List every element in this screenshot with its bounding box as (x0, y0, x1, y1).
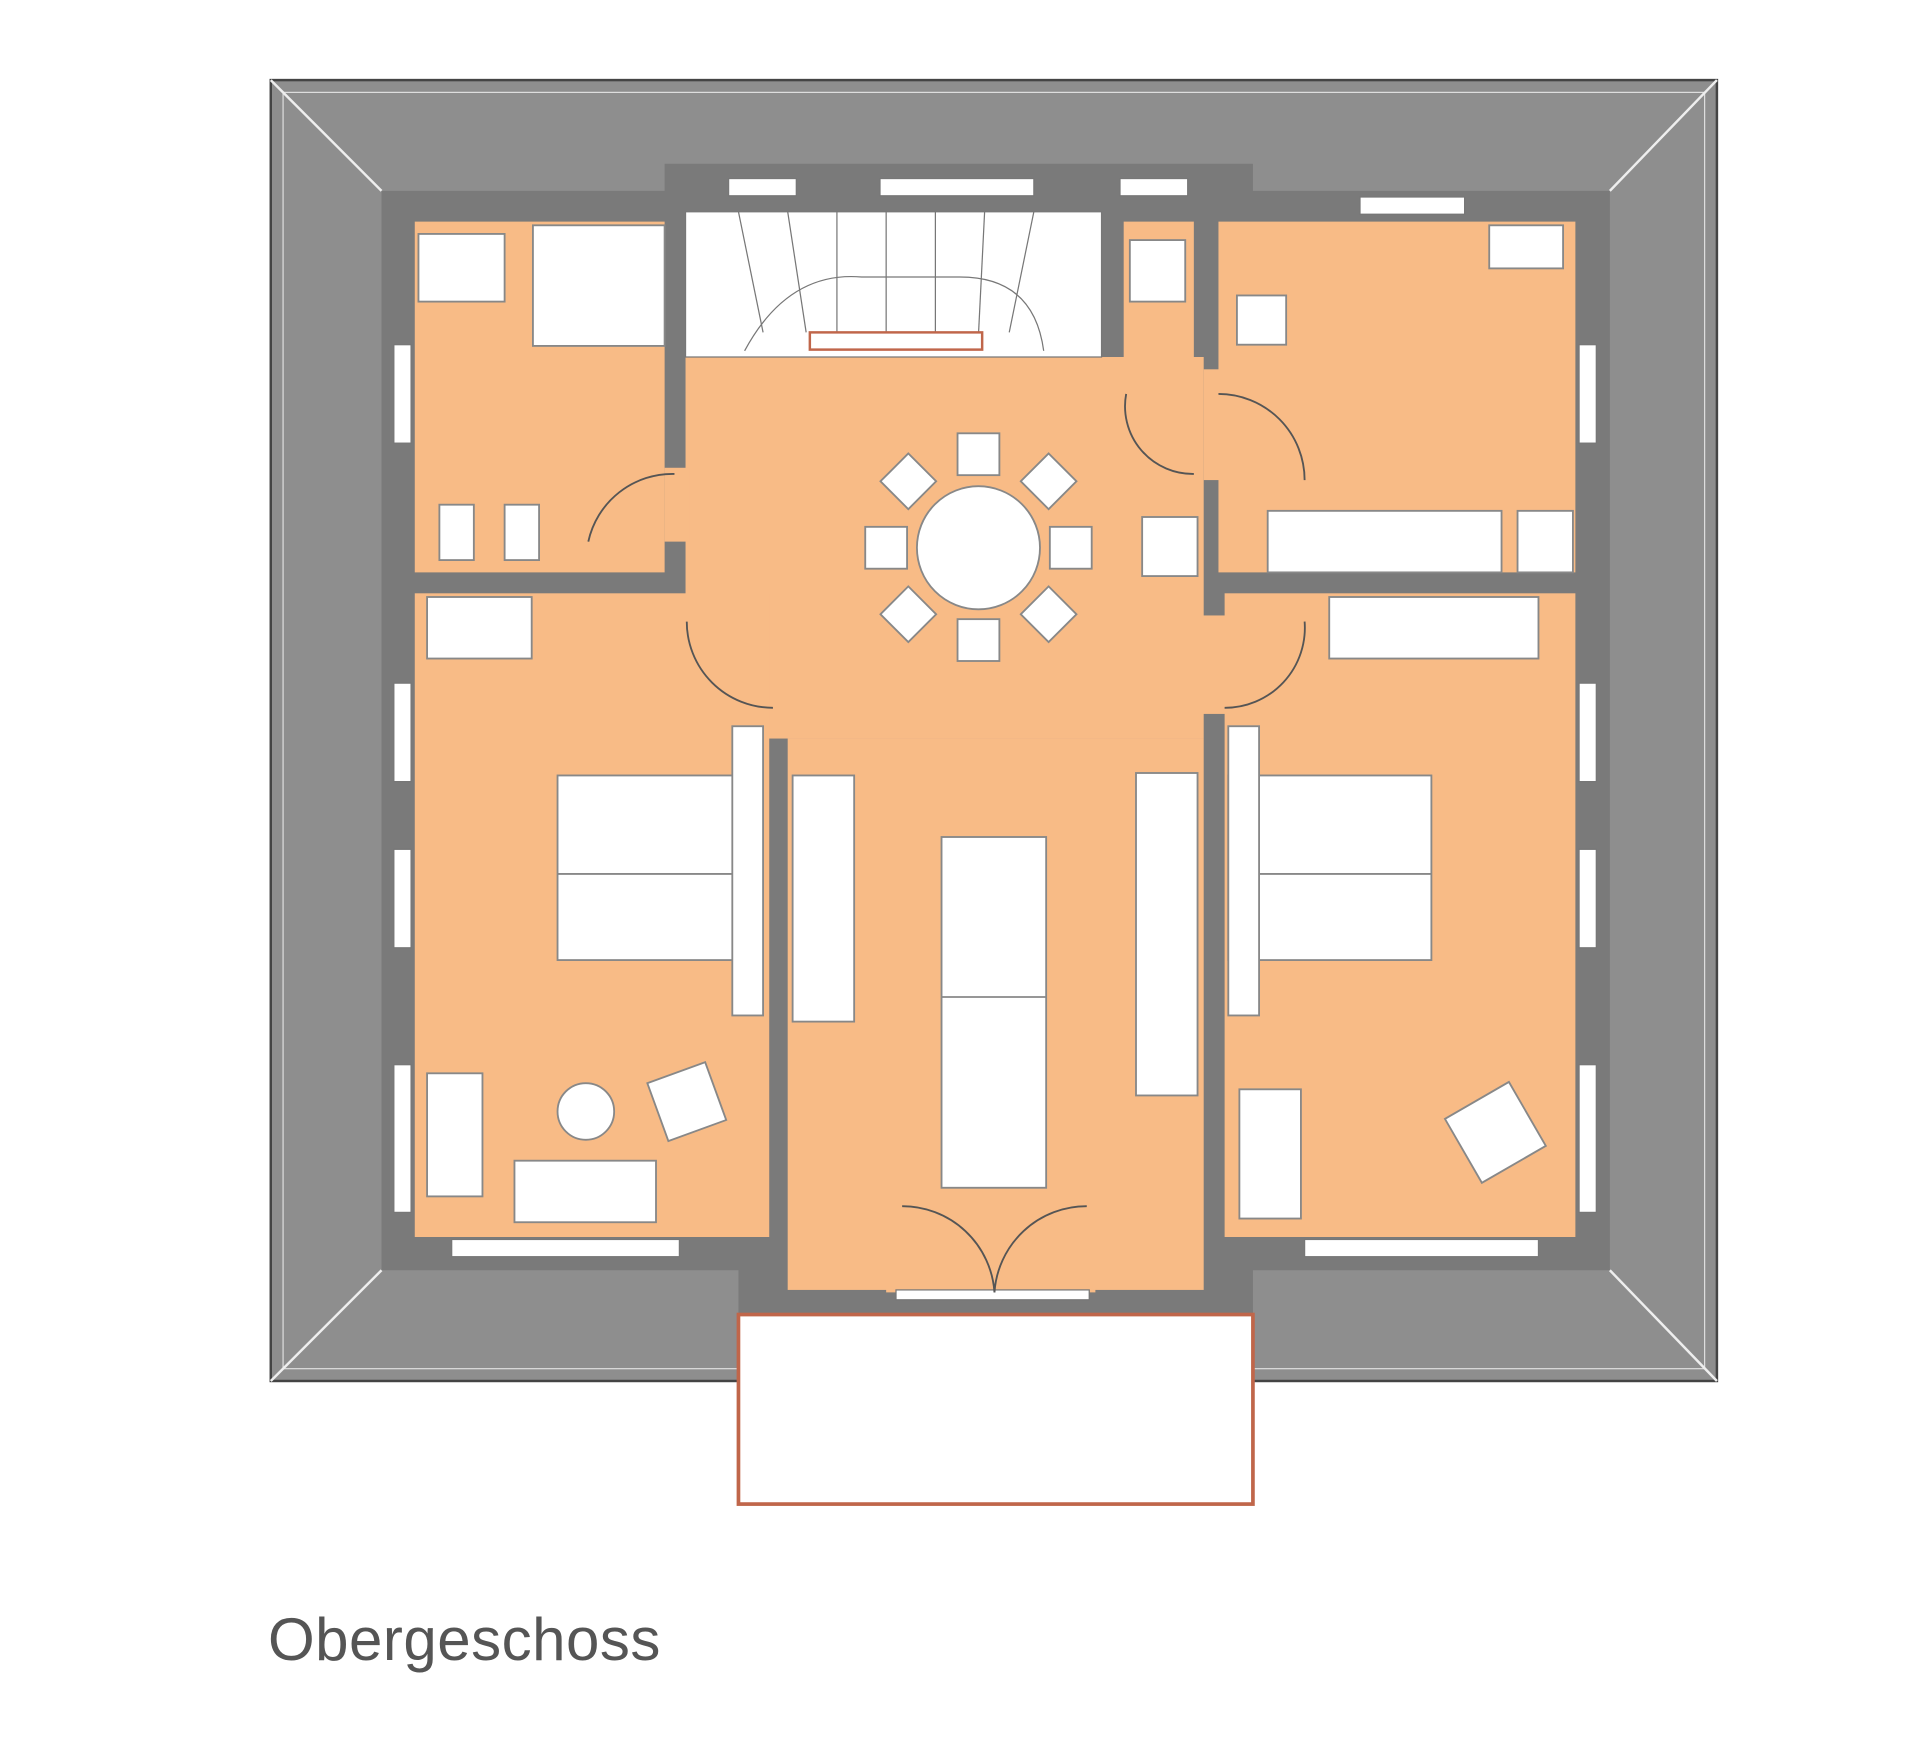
windows (393, 177, 1597, 1301)
dining-table (916, 485, 1041, 611)
balcony (736, 1312, 1255, 1506)
doors (587, 393, 1306, 1293)
floor-title: Obergeschoss (268, 1606, 661, 1673)
furniture (417, 224, 1574, 1224)
staircase (684, 211, 1103, 358)
